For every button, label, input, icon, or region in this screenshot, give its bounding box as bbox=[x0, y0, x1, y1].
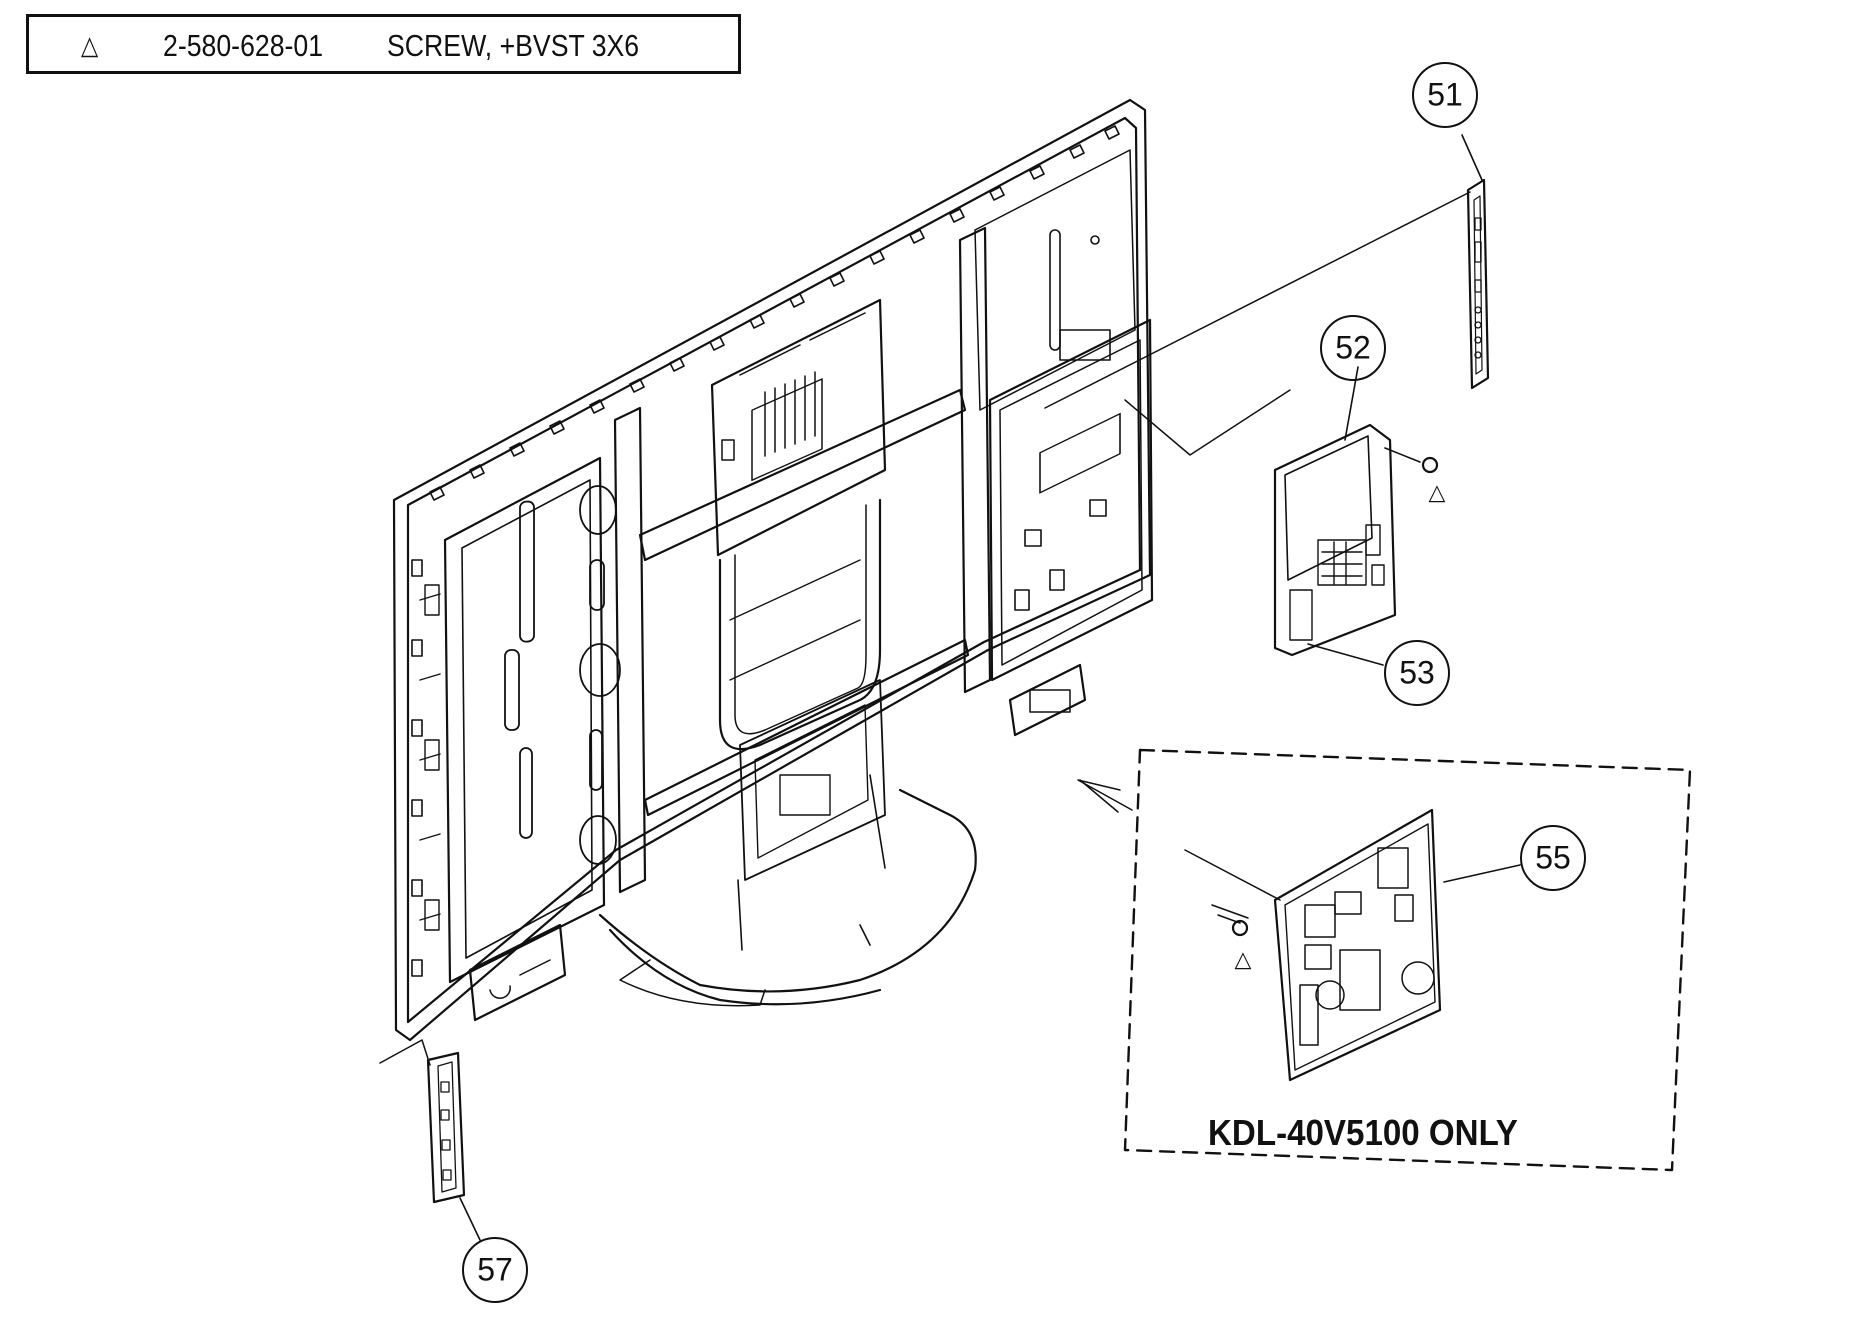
part-57-button-panel bbox=[379, 1039, 481, 1241]
tv-chassis bbox=[392, 98, 1154, 1042]
callout-circles bbox=[462, 62, 1586, 1303]
callout-circle-52 bbox=[1320, 315, 1386, 381]
callout-circle-55 bbox=[1520, 825, 1586, 891]
part-55-power-board bbox=[1077, 748, 1692, 1172]
screw-warning-mark-52: △ bbox=[1428, 480, 1446, 506]
legend-description: SCREW, +BVST 3X6 bbox=[387, 28, 640, 63]
callout-51: 51 bbox=[1427, 76, 1463, 113]
tv-stand bbox=[598, 679, 977, 1007]
callout-circle-51 bbox=[1412, 62, 1478, 128]
legend-part-number: 2-580-628-01 bbox=[163, 28, 324, 63]
model-note: KDL-40V5100 ONLY bbox=[1208, 1112, 1518, 1153]
legend-table: △ 2-580-628-01 SCREW, +BVST 3X6 bbox=[26, 14, 741, 74]
callout-57: 57 bbox=[477, 1251, 513, 1288]
callout-53: 53 bbox=[1399, 654, 1435, 691]
callout-circle-57 bbox=[462, 1237, 528, 1303]
callout-55: 55 bbox=[1535, 839, 1571, 876]
part-51-jack-bracket bbox=[1044, 134, 1490, 409]
legend-warning-triangle: △ bbox=[81, 30, 99, 60]
part-52-board bbox=[1124, 366, 1439, 666]
callout-circle-53 bbox=[1384, 640, 1450, 706]
callout-52: 52 bbox=[1335, 329, 1371, 366]
screw-warning-mark-55: △ bbox=[1234, 947, 1252, 973]
